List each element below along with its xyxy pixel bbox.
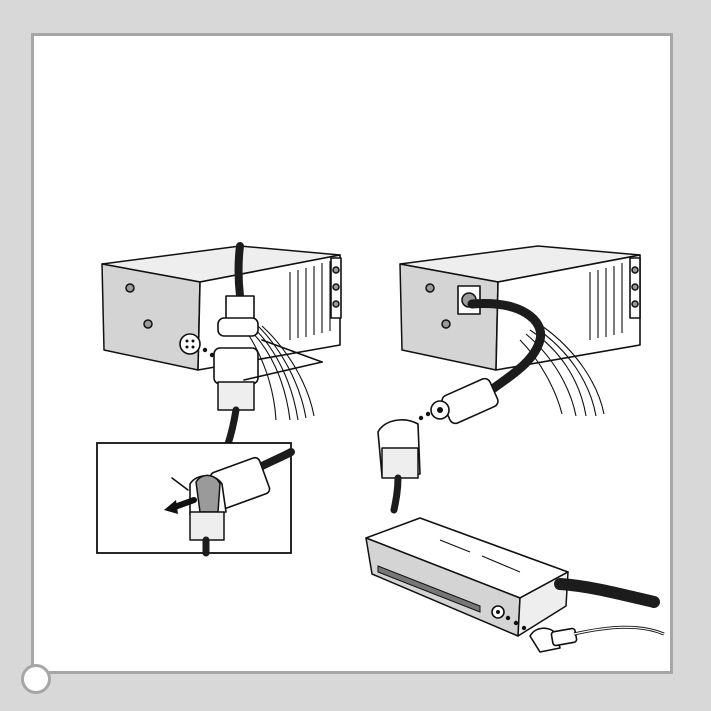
antenna-plug-body [218, 318, 258, 336]
mini-plug-cord [574, 627, 664, 634]
din-connector [180, 334, 200, 354]
radio-side-face [102, 264, 200, 370]
antenna-plug [226, 296, 254, 320]
release-tab [196, 475, 220, 512]
adapter-barrel [440, 377, 500, 426]
side-screw [426, 284, 434, 292]
radio-unit-right [400, 246, 640, 416]
radio-side-face [400, 264, 498, 370]
terminal-screw [632, 267, 638, 273]
side-screw [126, 284, 134, 292]
terminal-screw [333, 301, 339, 307]
terminal-screw [333, 267, 339, 273]
side-screw [442, 320, 450, 328]
terminal-screw [632, 301, 638, 307]
interface-module [366, 518, 568, 636]
terminal-screw [632, 284, 638, 290]
right-connector-cable [394, 478, 398, 510]
side-screw [144, 320, 152, 328]
connector-cable [228, 410, 236, 444]
mini-plug-body [551, 628, 577, 646]
right-connector-housing [382, 448, 418, 478]
inset-detail [97, 443, 291, 553]
inset-housing [190, 512, 224, 540]
angled-connector-housing [218, 382, 254, 410]
module-power-cable [560, 584, 654, 602]
connection-dots-right [419, 412, 430, 420]
antenna-cable [239, 246, 241, 296]
terminal-screw [333, 284, 339, 290]
